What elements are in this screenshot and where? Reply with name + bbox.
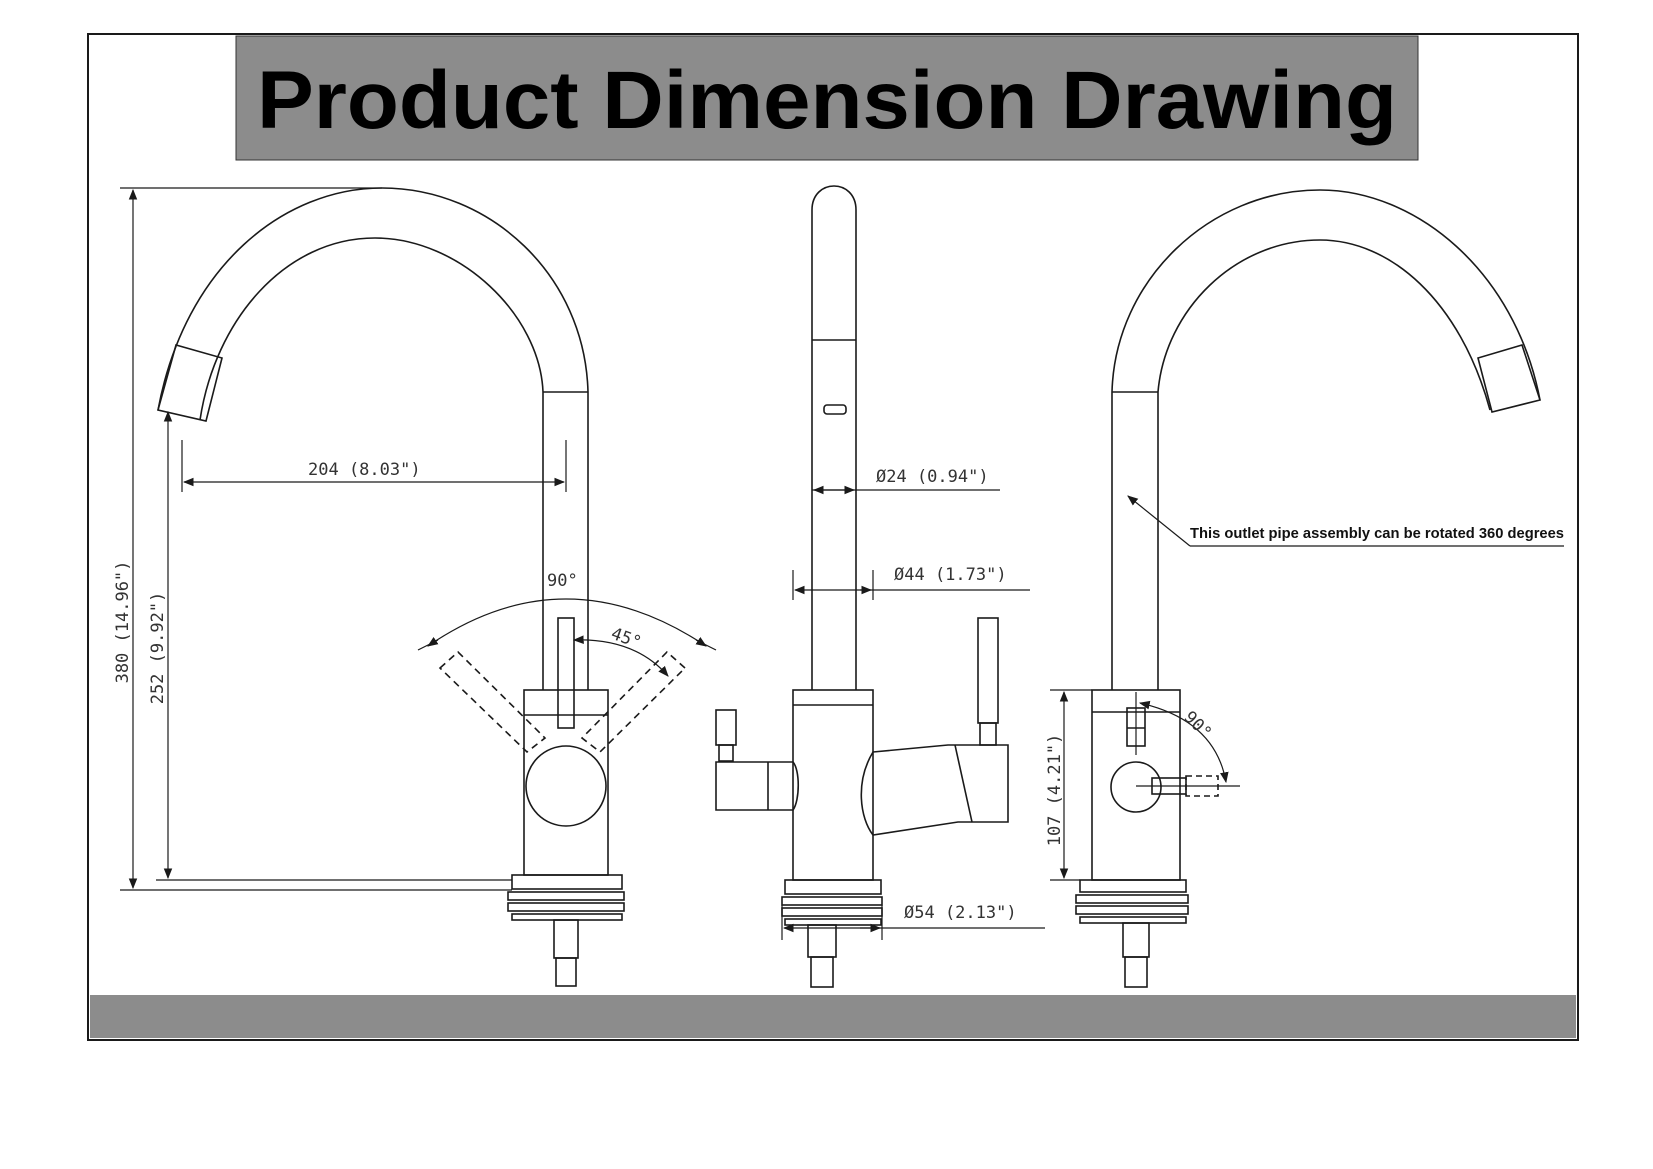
side-view-faucet (1075, 189, 1542, 988)
handle-half-swing-label: 45° (608, 624, 644, 653)
title-banner (235, 35, 1419, 161)
drawing-frame (87, 33, 1579, 1041)
body-height-label: 107 (4.21") (1045, 734, 1065, 847)
rotation-note-leader (1127, 495, 1191, 547)
handle-half-swing-arc (572, 635, 669, 677)
spout-diameter-label: Ø24 (0.94") (876, 467, 989, 487)
side-handle-swing-arc (1138, 700, 1229, 784)
handle-swing-label: 90° (547, 571, 578, 591)
footer-banner (90, 995, 1576, 1038)
front-view-faucet (715, 185, 1009, 988)
spout-reach-label: 204 (8.03") (308, 460, 421, 480)
body-diameter-label: Ø44 (1.73") (894, 565, 1007, 585)
rotation-note: This outlet pipe assembly can be rotated… (1190, 525, 1564, 542)
spout-height-label: 252 (9.92") (148, 592, 168, 705)
page-title: Product Dimension Drawing (257, 55, 1397, 146)
left-view-faucet (157, 187, 687, 987)
base-diameter-label: Ø54 (2.13") (904, 903, 1017, 923)
side-handle-swing-label: 90° (1179, 707, 1215, 743)
total-height-label: 380 (14.96") (113, 561, 133, 684)
handle-swing-arc (427, 598, 707, 647)
